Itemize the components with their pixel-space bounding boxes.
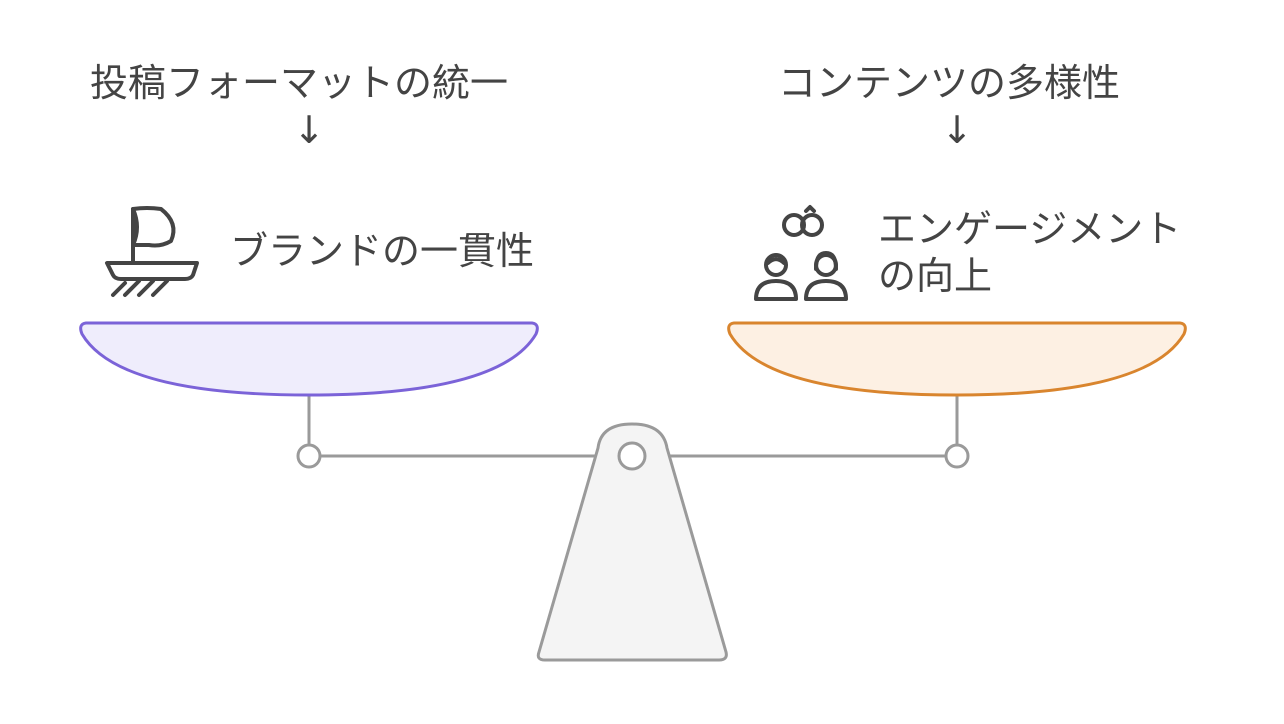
right-down-arrow: ↓ [941,108,973,152]
left-item-label: ブランドの一貫性 [230,229,535,273]
scale-base [536,422,728,662]
right-joint-circle [944,443,970,469]
right-title: コンテンツの多様性 [778,61,1121,105]
left-pan [79,321,539,397]
left-title: 投稿フォーマットの統一 [90,61,509,105]
right-item-line2: の向上 [878,254,993,298]
sailing-ship-icon [105,206,199,297]
left-down-arrow: ↓ [293,108,325,152]
linked-couple-icon [754,205,848,301]
right-item-line1: エンゲージメント [878,207,1182,251]
right-pan [727,321,1187,397]
left-joint-circle [296,443,322,469]
pivot-circle [617,441,647,471]
